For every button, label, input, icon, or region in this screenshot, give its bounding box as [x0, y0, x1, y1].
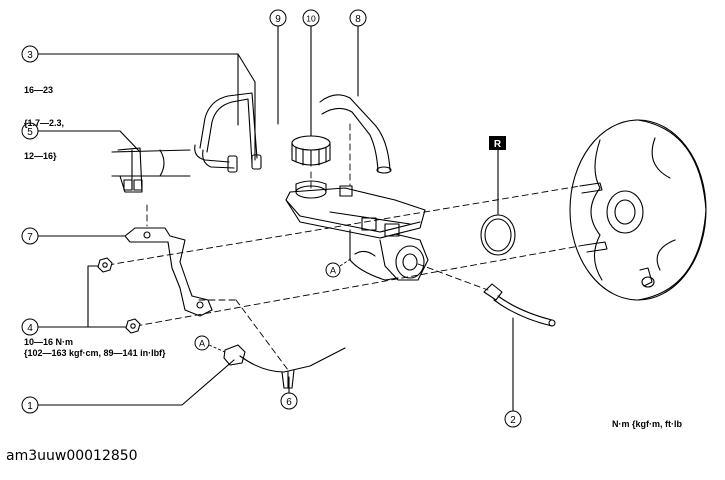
callout-10[interactable]: 10 — [302, 9, 320, 27]
fluid-hose — [319, 94, 392, 174]
replace-marker: R — [489, 136, 506, 150]
bracket — [124, 227, 213, 317]
callout-1[interactable]: 1 — [21, 396, 39, 414]
callout-8[interactable]: 8 — [349, 9, 367, 27]
replace-marker-label: R — [494, 139, 502, 150]
callout-2-label: 2 — [510, 415, 516, 426]
callout-10-label: 10 — [306, 14, 316, 24]
mounting-nuts — [97, 257, 141, 334]
callout-8-label: 8 — [355, 14, 361, 25]
level-sensor — [223, 344, 346, 389]
torque-spec-item-3-line-2: {1.7—2.3, — [24, 118, 65, 128]
callout-6[interactable]: 6 — [280, 392, 298, 410]
master-cylinder — [285, 180, 429, 281]
hose-clip — [111, 147, 191, 193]
callout-3[interactable]: 3 — [21, 45, 39, 63]
callout-7-label: 7 — [27, 232, 33, 243]
point-a-lower-label: A — [199, 339, 205, 349]
callouts: 3 5 7 4 1 6 2 9 — [21, 9, 522, 428]
brake-pipes — [194, 92, 262, 173]
reservoir-cap — [291, 135, 331, 167]
callout-9[interactable]: 9 — [269, 9, 287, 27]
brake-booster — [569, 119, 707, 301]
callout-3-label: 3 — [27, 50, 33, 61]
callout-1-label: 1 — [27, 401, 33, 412]
torque-spec-item-4-line-2: {102—163 kgf·cm, 89—141 in·lbf} — [24, 348, 166, 358]
leader-lines — [37, 25, 514, 412]
callout-9-label: 9 — [275, 14, 281, 25]
point-a-upper: A — [325, 257, 353, 278]
callout-4-label: 4 — [27, 323, 33, 334]
torque-spec-item-4-line-1: 10—16 N·m — [24, 337, 74, 347]
callout-5-label: 5 — [27, 127, 33, 138]
callout-7[interactable]: 7 — [21, 227, 39, 245]
torque-spec-item-3: 16—23 {1.7—2.3, 12—16} — [24, 63, 64, 173]
point-a-lower: A — [194, 335, 226, 353]
assembly-lines — [107, 123, 586, 371]
vacuum-hose — [483, 283, 556, 327]
o-ring — [480, 149, 516, 256]
point-a-upper-label: A — [330, 266, 336, 276]
units-note: N·m {kgf·m, ft·lb — [612, 419, 682, 429]
callout-2[interactable]: 2 — [504, 410, 522, 428]
callout-6-label: 6 — [286, 397, 292, 408]
callout-4[interactable]: 4 — [21, 318, 39, 336]
torque-spec-item-3-line-3: 12—16} — [24, 151, 57, 161]
image-id-caption: am3uuw00012850 — [6, 448, 138, 464]
torque-spec-item-3-line-1: 16—23 — [24, 85, 54, 95]
callout-5[interactable]: 5 — [21, 122, 39, 140]
